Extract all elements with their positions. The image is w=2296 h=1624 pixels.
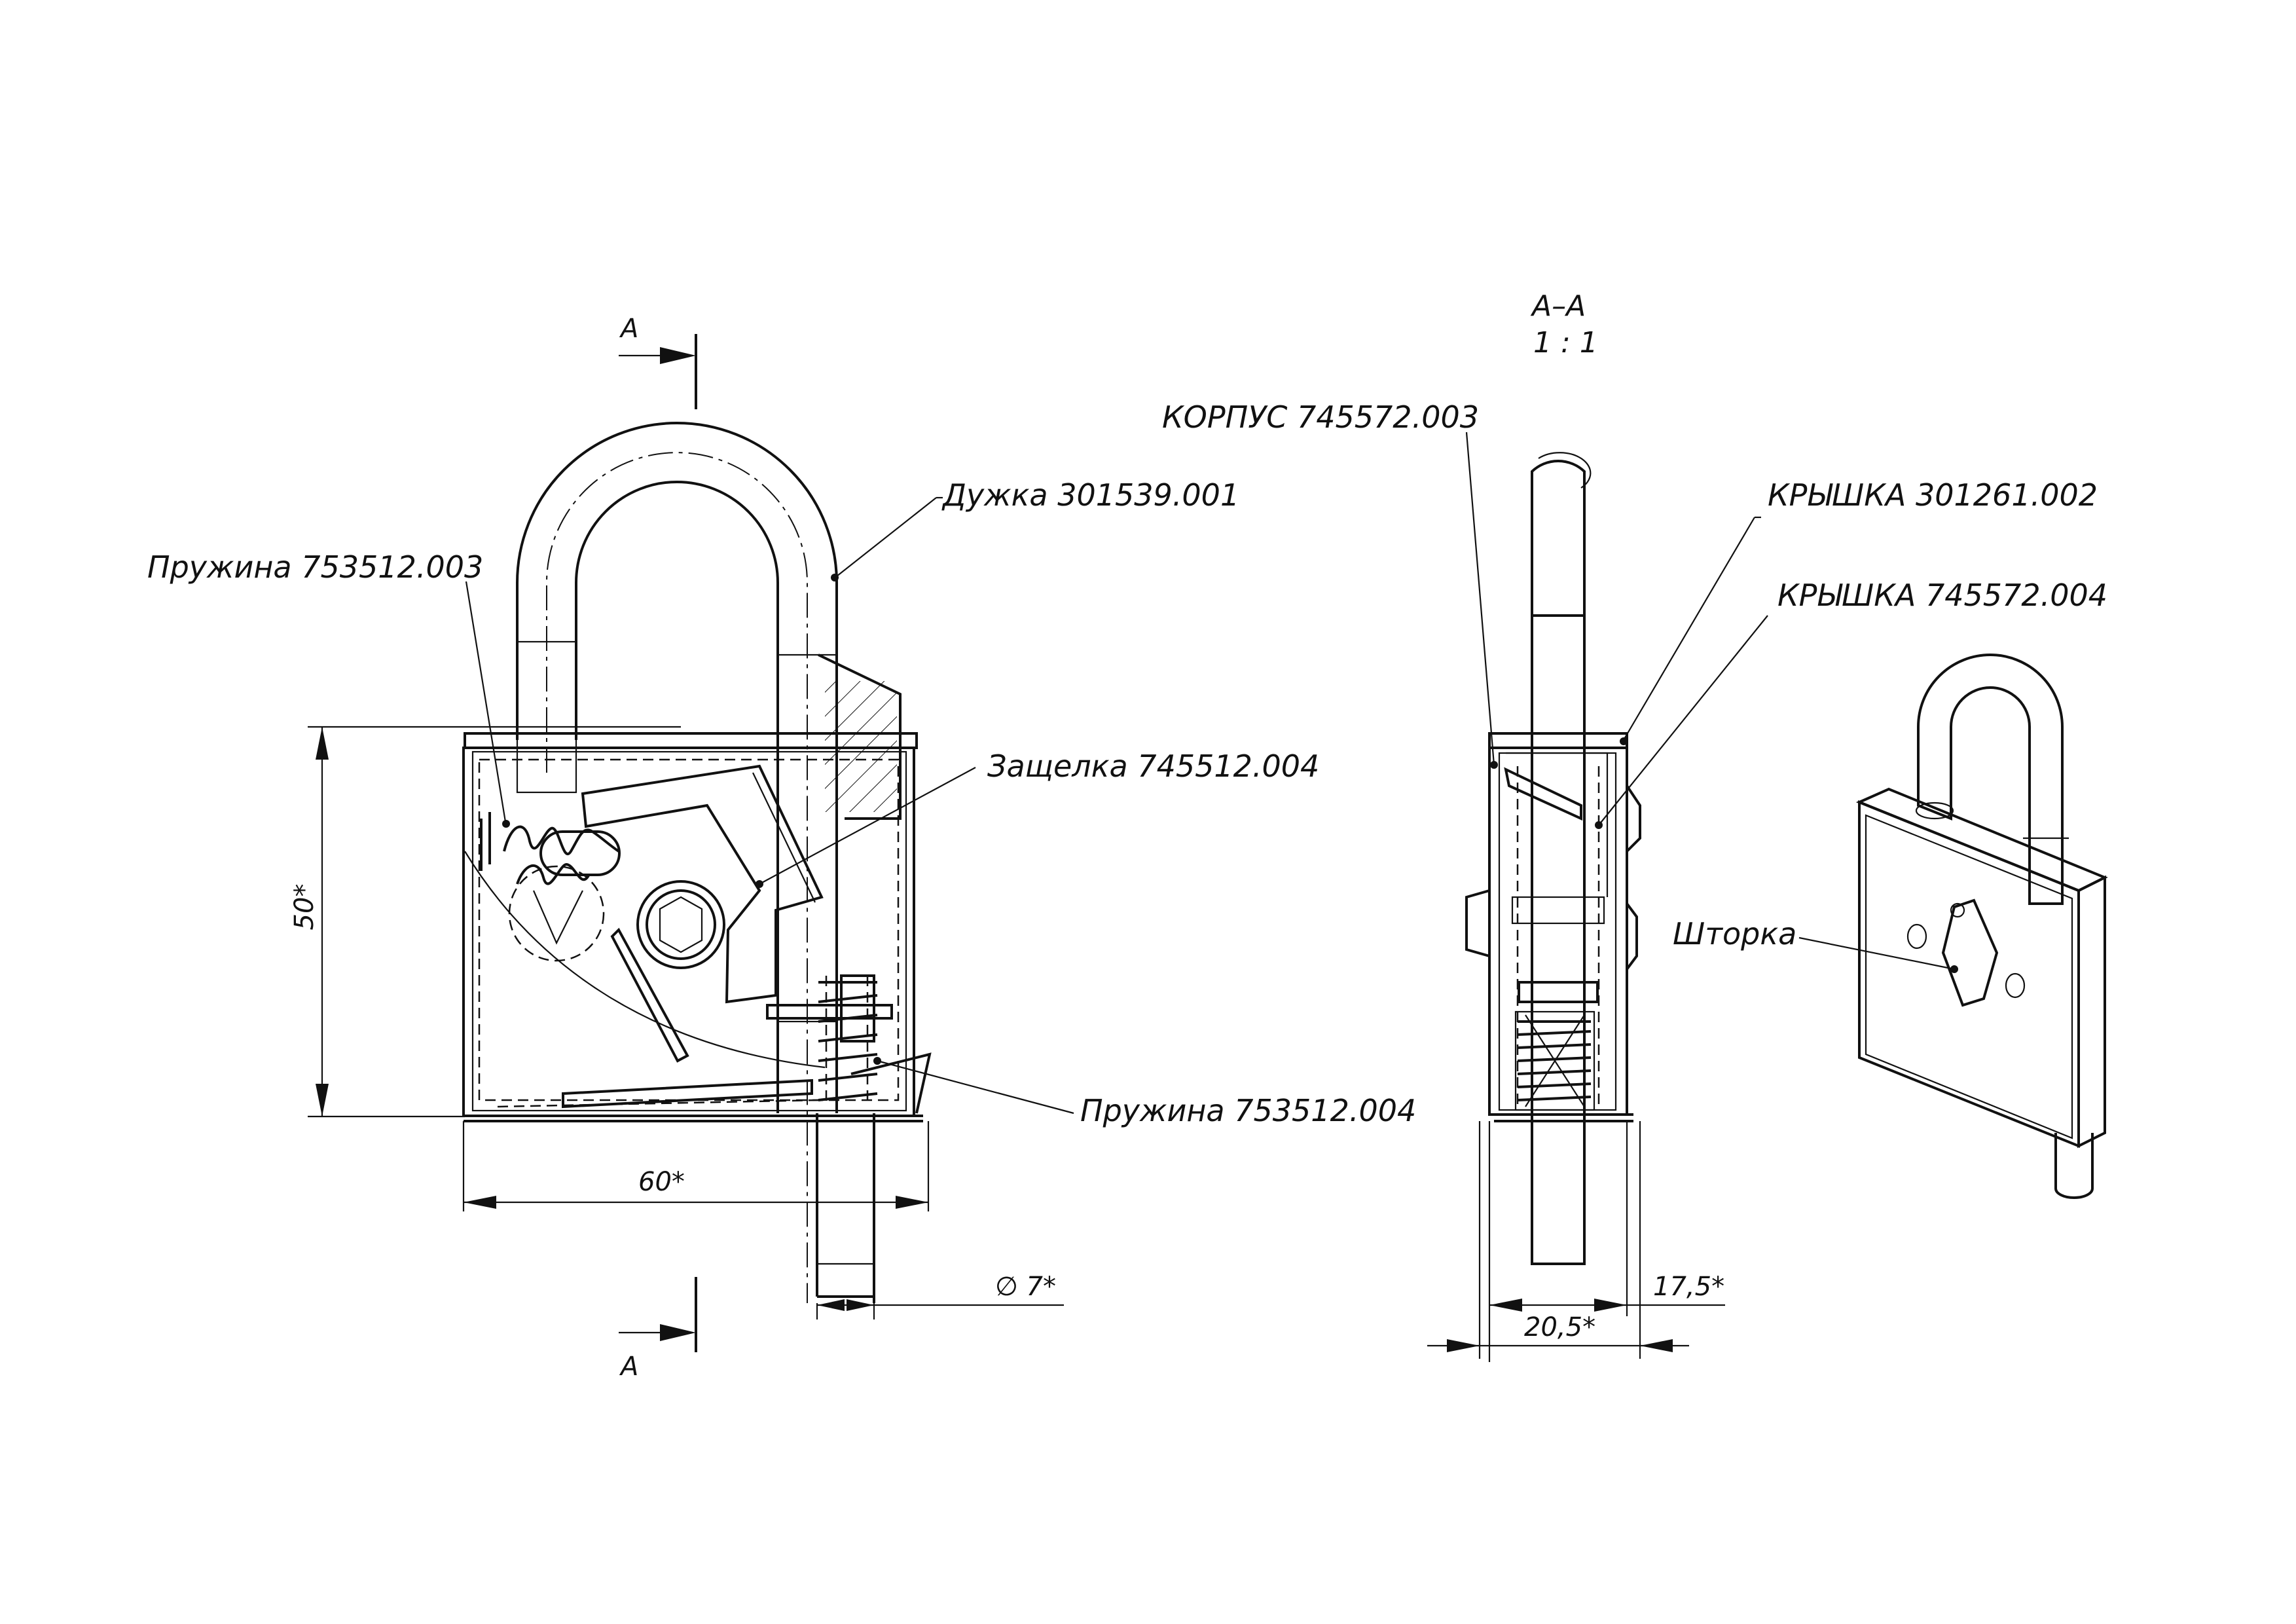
leaders-section bbox=[1465, 432, 1768, 829]
spring-bottom-front bbox=[818, 976, 878, 1107]
dim-width: 60* bbox=[462, 1121, 930, 1211]
release-arc bbox=[464, 851, 826, 1069]
section-mark-bottom: А bbox=[619, 1352, 638, 1382]
label-latch: Защелка 745512.004 bbox=[987, 748, 1319, 784]
dim-diameter-label: ∅ 7* bbox=[995, 1272, 1056, 1302]
label-dujka: Дужка 301539.001 bbox=[941, 477, 1239, 513]
shackle-iso-outer bbox=[1917, 654, 2064, 905]
dim-diameter: ∅ 7* bbox=[816, 1272, 1064, 1320]
dim-depth-total-label: 20,5* bbox=[1524, 1312, 1595, 1342]
label-spring-bottom: Пружина 753512.004 bbox=[1080, 1093, 1416, 1128]
spring-top-front bbox=[480, 812, 621, 962]
label-korpus: КОРПУС 745572.003 bbox=[1162, 399, 1479, 435]
section-title: А–А bbox=[1530, 289, 1586, 323]
section-view: А–А 1 : 1 bbox=[1162, 289, 2107, 1362]
label-shtorka: Шторка bbox=[1673, 916, 1796, 951]
dim-depth-total: 20,5* bbox=[1427, 1121, 1689, 1359]
shutter-iso bbox=[1941, 898, 1999, 1007]
section-marker-top: А bbox=[619, 314, 697, 409]
dim-depth-inner-label: 17,5* bbox=[1653, 1272, 1724, 1302]
label-spring-top: Пружина 753512.003 bbox=[147, 549, 483, 585]
latch-front bbox=[581, 764, 893, 1043]
release-lever bbox=[610, 927, 689, 1063]
section-marker-bottom: А bbox=[619, 1277, 697, 1382]
shackle-section bbox=[1531, 452, 1592, 1265]
body-iso-top bbox=[1855, 787, 2108, 893]
dim-depth-inner: 17,5* bbox=[1488, 1121, 1725, 1362]
section-scale: 1 : 1 bbox=[1533, 326, 1598, 360]
body-iso-side bbox=[2077, 875, 2106, 1149]
dim-height-label: 50* bbox=[289, 884, 319, 931]
front-view: А А 50* 60* bbox=[147, 314, 1416, 1382]
body-section bbox=[1465, 732, 1641, 1122]
dim-height: 50* bbox=[289, 726, 681, 1118]
section-mark-top: А bbox=[619, 314, 638, 344]
leader-shtorka bbox=[1798, 936, 1955, 970]
label-kryshka-2: КРЫШКА 745572.004 bbox=[1777, 578, 2107, 613]
isometric-view: Шторка bbox=[1673, 654, 2108, 1199]
cylinder-front bbox=[636, 880, 725, 969]
label-kryshka-1: КРЫШКА 301261.002 bbox=[1768, 477, 2098, 513]
shackle-front bbox=[516, 422, 902, 1303]
spring-section bbox=[1514, 1010, 1595, 1111]
dim-width-label: 60* bbox=[638, 1167, 685, 1197]
leaders-front bbox=[465, 496, 1074, 1115]
shackle-iso-leg bbox=[2054, 1133, 2094, 1199]
lock-body-front bbox=[462, 732, 932, 1122]
